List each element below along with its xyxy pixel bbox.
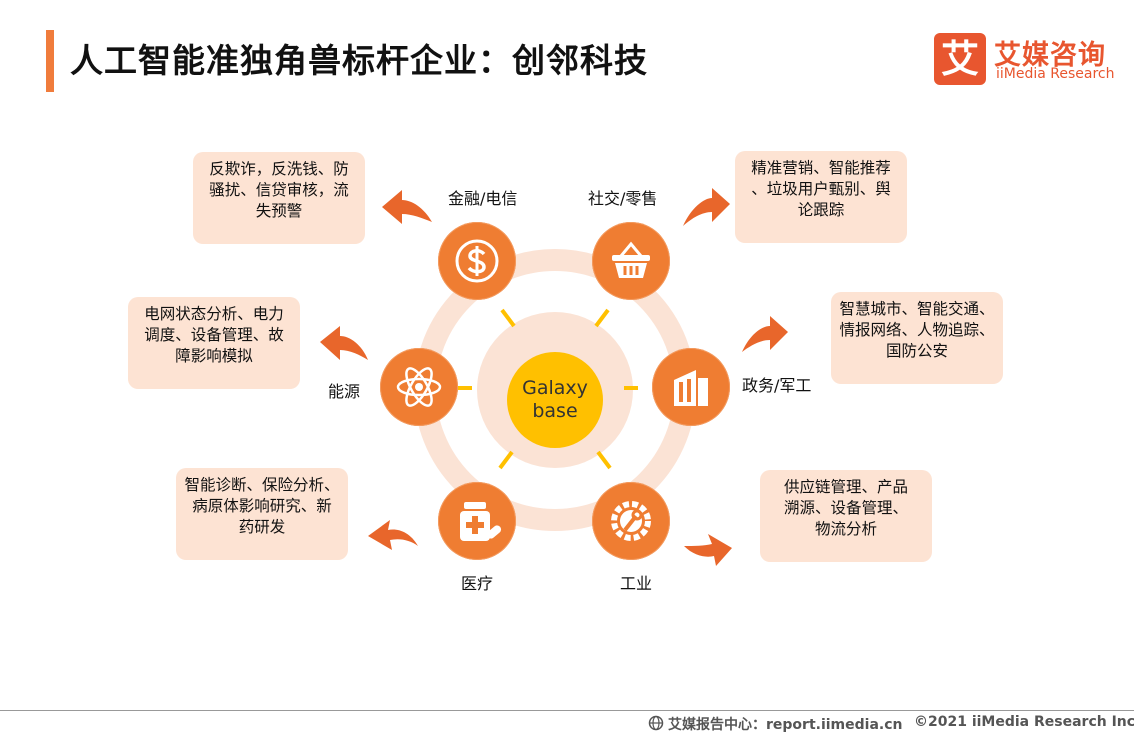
page-title: 人工智能准独角兽标杆企业：创邻科技 (70, 41, 648, 80)
center-line-2: base (532, 400, 578, 422)
box-gov-line-3: 国防公安 (885, 342, 948, 360)
building-icon (674, 370, 708, 406)
box-social: 精准营销、智能推荐 、垃圾用户甄别、舆 论跟踪 (735, 151, 907, 243)
box-medical-line-2: 病原体影响研究、新 (192, 497, 332, 515)
center-line-1: Galaxy (522, 377, 588, 399)
node-finance (438, 222, 516, 300)
arrow-medical (368, 520, 418, 550)
logo-name-en: iiMedia Research (996, 66, 1115, 82)
logo-mark: 艾 (934, 33, 986, 85)
curved-arrows (320, 188, 788, 566)
box-industry: 供应链管理、产品 溯源、设备管理、 物流分析 (760, 470, 932, 562)
gear-wrench-icon (611, 501, 651, 541)
box-finance: 反欺诈，反洗钱、防 骚扰、信贷审核，流 失预警 (193, 152, 365, 244)
footer-copyright: ©2021 iiMedia Research Inc (914, 714, 1134, 730)
label-medical: 医疗 (461, 574, 494, 593)
arrow-industry (684, 534, 732, 566)
box-industry-line-2: 溯源、设备管理、 (783, 499, 908, 517)
medicine-bottle-icon (460, 502, 502, 541)
box-energy-line-3: 障影响模拟 (175, 347, 253, 365)
arrow-social (683, 188, 730, 226)
box-social-line-2: 、垃圾用户甄别、舆 (751, 180, 891, 198)
footer-source: 艾媒报告中心：report.iimedia.cn (668, 717, 903, 733)
title-accent-bar (46, 30, 54, 92)
galaxy-base-center: Galaxy base (507, 352, 603, 448)
label-energy: 能源 (328, 382, 361, 401)
node-energy (380, 348, 458, 426)
iimedia-logo: 艾 艾媒咨询 iiMedia Research (934, 33, 1115, 89)
box-finance-line-3: 失预警 (255, 202, 303, 220)
box-gov-line-2: 情报网络、人物追踪、 (839, 321, 995, 339)
box-medical: 智能诊断、保险分析、 病原体影响研究、新 药研发 (176, 468, 348, 560)
atom-icon (396, 367, 442, 407)
node-social (592, 222, 670, 300)
footer-divider (0, 710, 1134, 711)
logo-name-cn: 艾媒咨询 (994, 40, 1106, 71)
shopping-basket-icon (612, 241, 650, 278)
box-industry-line-1: 供应链管理、产品 (783, 478, 908, 496)
arrow-energy (320, 326, 368, 360)
label-gov: 政务/军工 (742, 376, 812, 395)
box-gov-line-1: 智慧城市、智能交通、 (839, 300, 995, 318)
box-energy-line-2: 调度、设备管理、故 (144, 326, 284, 344)
label-industry: 工业 (620, 574, 653, 593)
node-medical (438, 482, 516, 560)
dollar-globe-icon (455, 239, 499, 283)
node-industry (592, 482, 670, 560)
box-industry-line-3: 物流分析 (814, 520, 877, 538)
box-social-line-3: 论跟踪 (797, 201, 845, 219)
box-medical-line-1: 智能诊断、保险分析、 (184, 476, 340, 494)
box-energy: 电网状态分析、电力 调度、设备管理、故 障影响模拟 (128, 297, 300, 389)
box-energy-line-1: 电网状态分析、电力 (144, 305, 284, 323)
node-gov (652, 348, 730, 426)
box-social-line-1: 精准营销、智能推荐 (751, 159, 891, 177)
box-finance-line-1: 反欺诈，反洗钱、防 (209, 160, 349, 178)
box-finance-line-2: 骚扰、信贷审核，流 (209, 181, 349, 199)
globe-icon (648, 715, 664, 731)
label-social: 社交/零售 (588, 189, 658, 208)
spokes (458, 308, 638, 470)
label-finance: 金融/电信 (448, 189, 518, 208)
arrow-gov (742, 316, 788, 352)
box-medical-line-3: 药研发 (238, 518, 286, 536)
box-gov: 智慧城市、智能交通、 情报网络、人物追踪、 国防公安 (831, 292, 1003, 384)
arrow-finance (382, 190, 432, 224)
